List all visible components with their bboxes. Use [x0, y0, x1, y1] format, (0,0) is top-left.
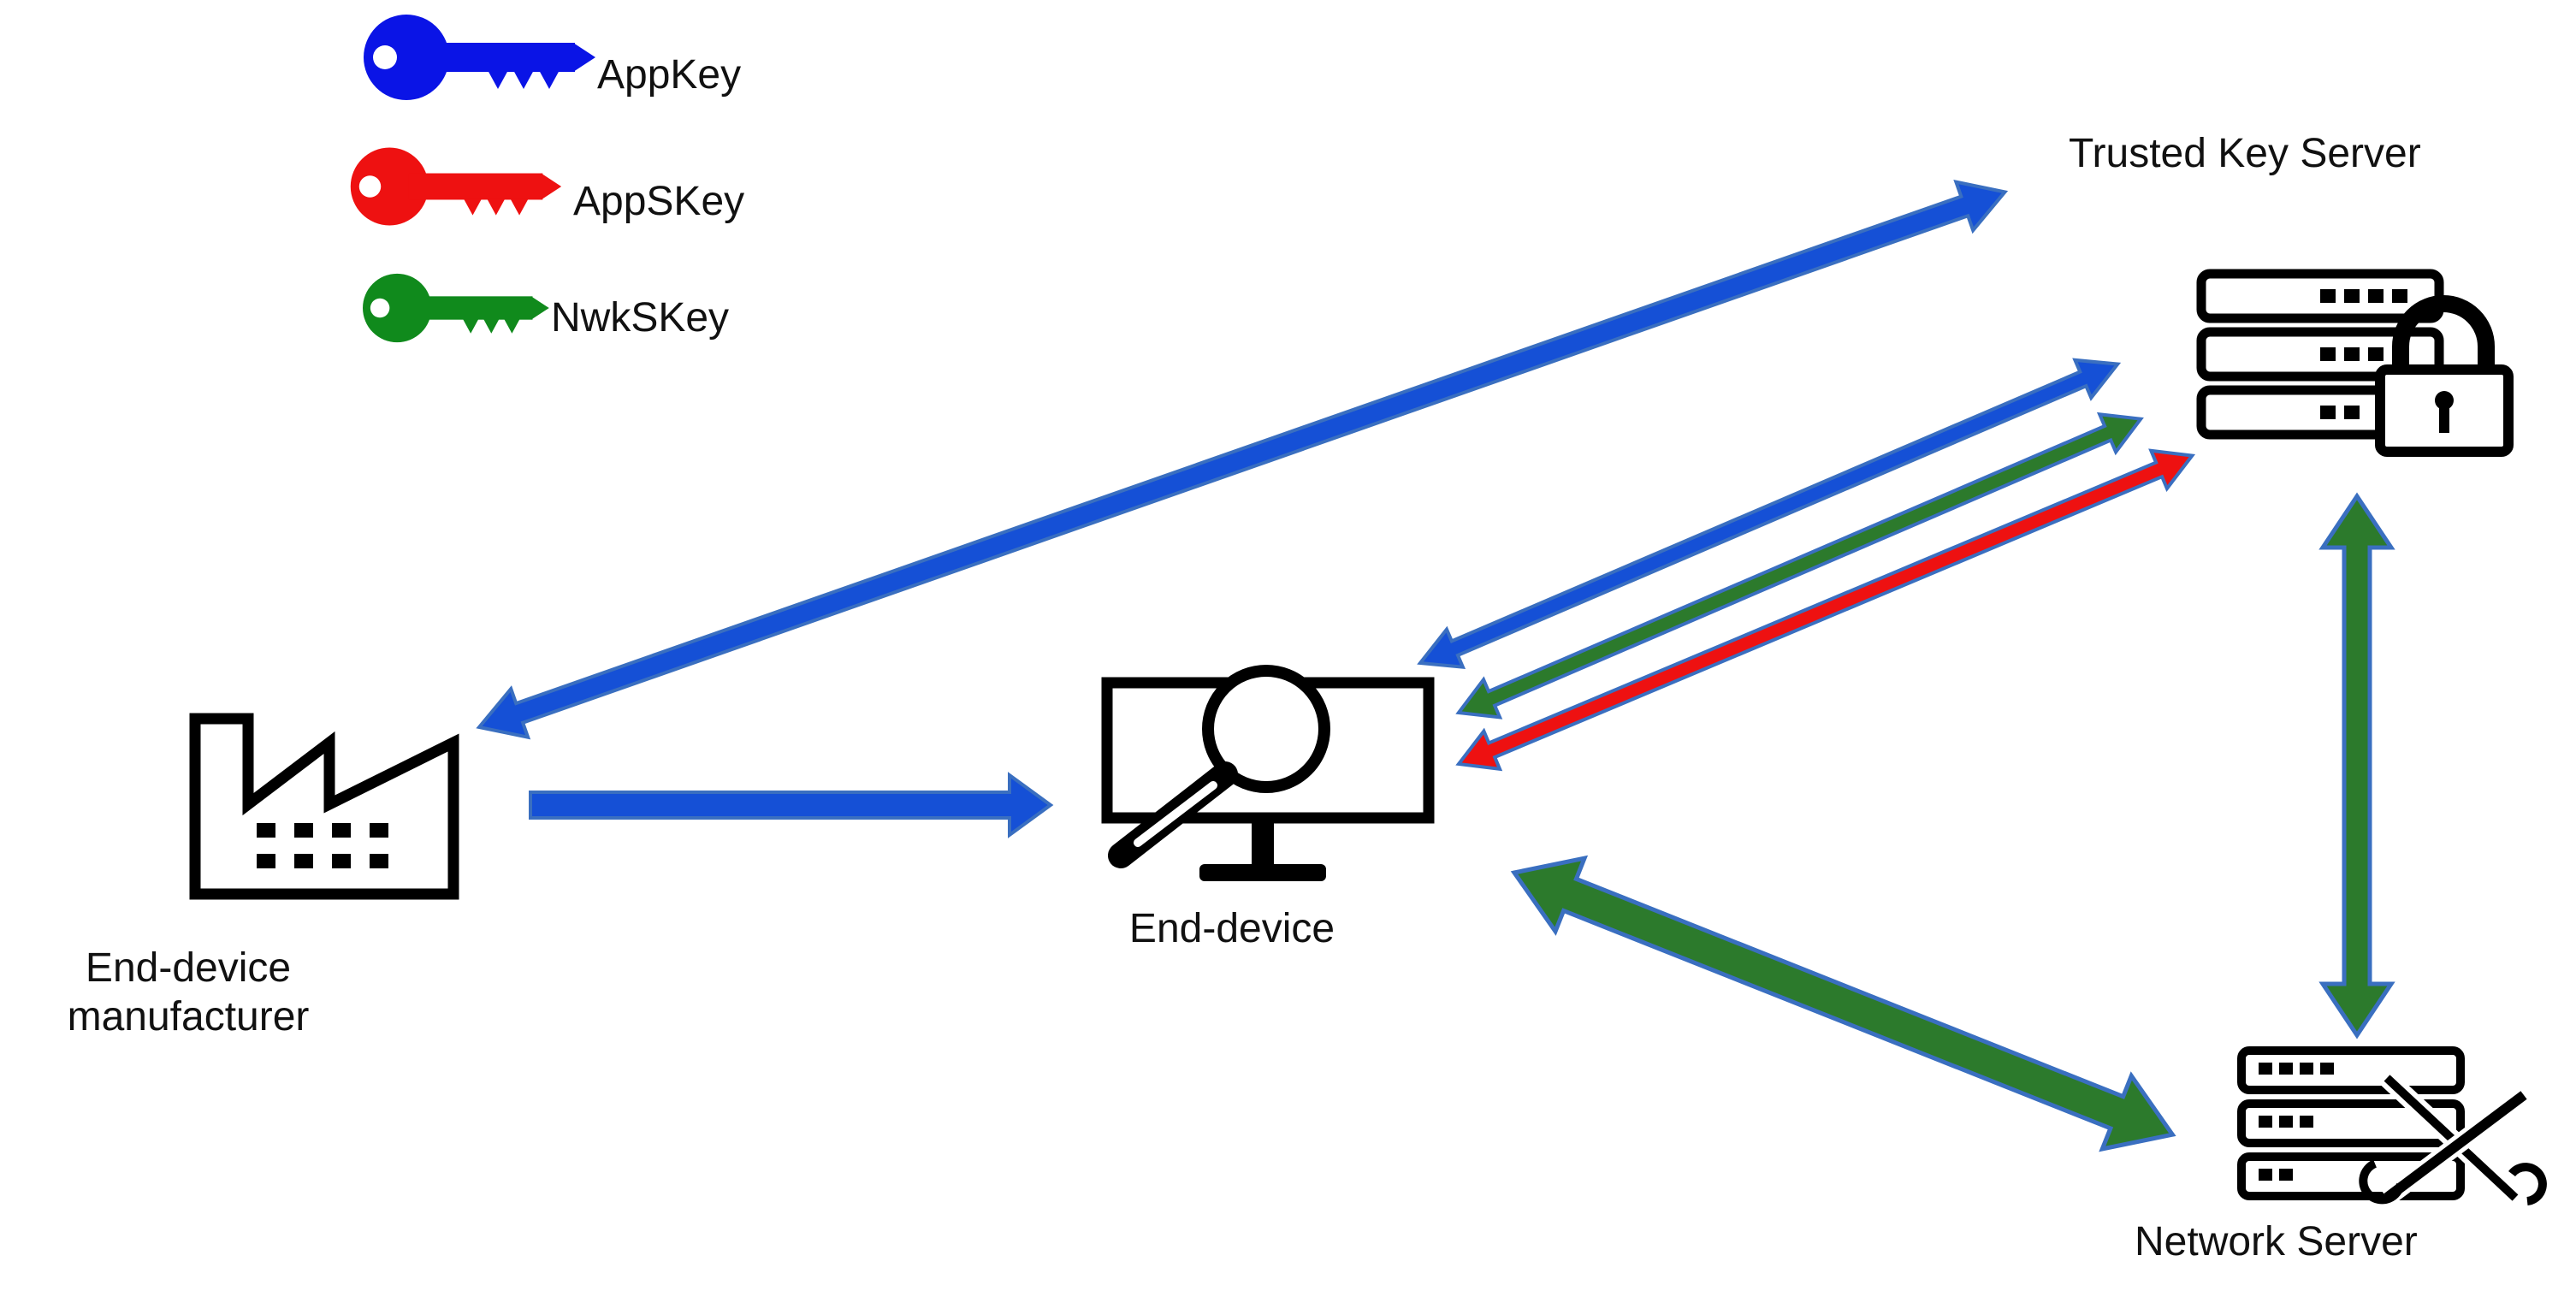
- legend-label-appkey: AppKey: [597, 52, 742, 98]
- nwkskey-key-icon: [363, 273, 549, 343]
- legend: [350, 15, 595, 343]
- arrow-manufacturer-to-end-device: [529, 772, 1054, 838]
- arrow-manufacturer-trusted-key-server: [476, 179, 2009, 740]
- server-with-tools-icon: [2237, 1046, 2547, 1205]
- manufacturer-label-line2: manufacturer: [67, 993, 310, 1039]
- factory-icon: [189, 713, 459, 900]
- manufacturer-label: End-device manufacturer: [17, 945, 359, 1041]
- trusted-key-server-label: Trusted Key Server: [2069, 131, 2421, 176]
- appkey-key-icon: [364, 15, 595, 100]
- arrow-trusted-key-server-network-server: [2318, 492, 2395, 1039]
- legend-label-appskey: AppSKey: [573, 179, 745, 224]
- arrow-end-device-trusted-key-server-appskey: [1455, 448, 2196, 772]
- arrow-end-device-trusted-key-server-nwkskey: [1455, 412, 2144, 720]
- network-server-label: Network Server: [2135, 1219, 2418, 1264]
- server-with-lock-icon: [2196, 269, 2514, 457]
- monitor-with-magnifier-icon: [1101, 665, 1435, 881]
- end-device-label: End-device: [1128, 906, 1335, 951]
- appskey-key-icon: [350, 147, 562, 226]
- arrow-end-device-network-server: [1510, 855, 2176, 1152]
- legend-label-nwkskey: NwkSKey: [551, 295, 730, 341]
- manufacturer-label-line1: End-device: [85, 945, 292, 991]
- arrow-end-device-trusted-key-server-appkey: [1417, 358, 2122, 670]
